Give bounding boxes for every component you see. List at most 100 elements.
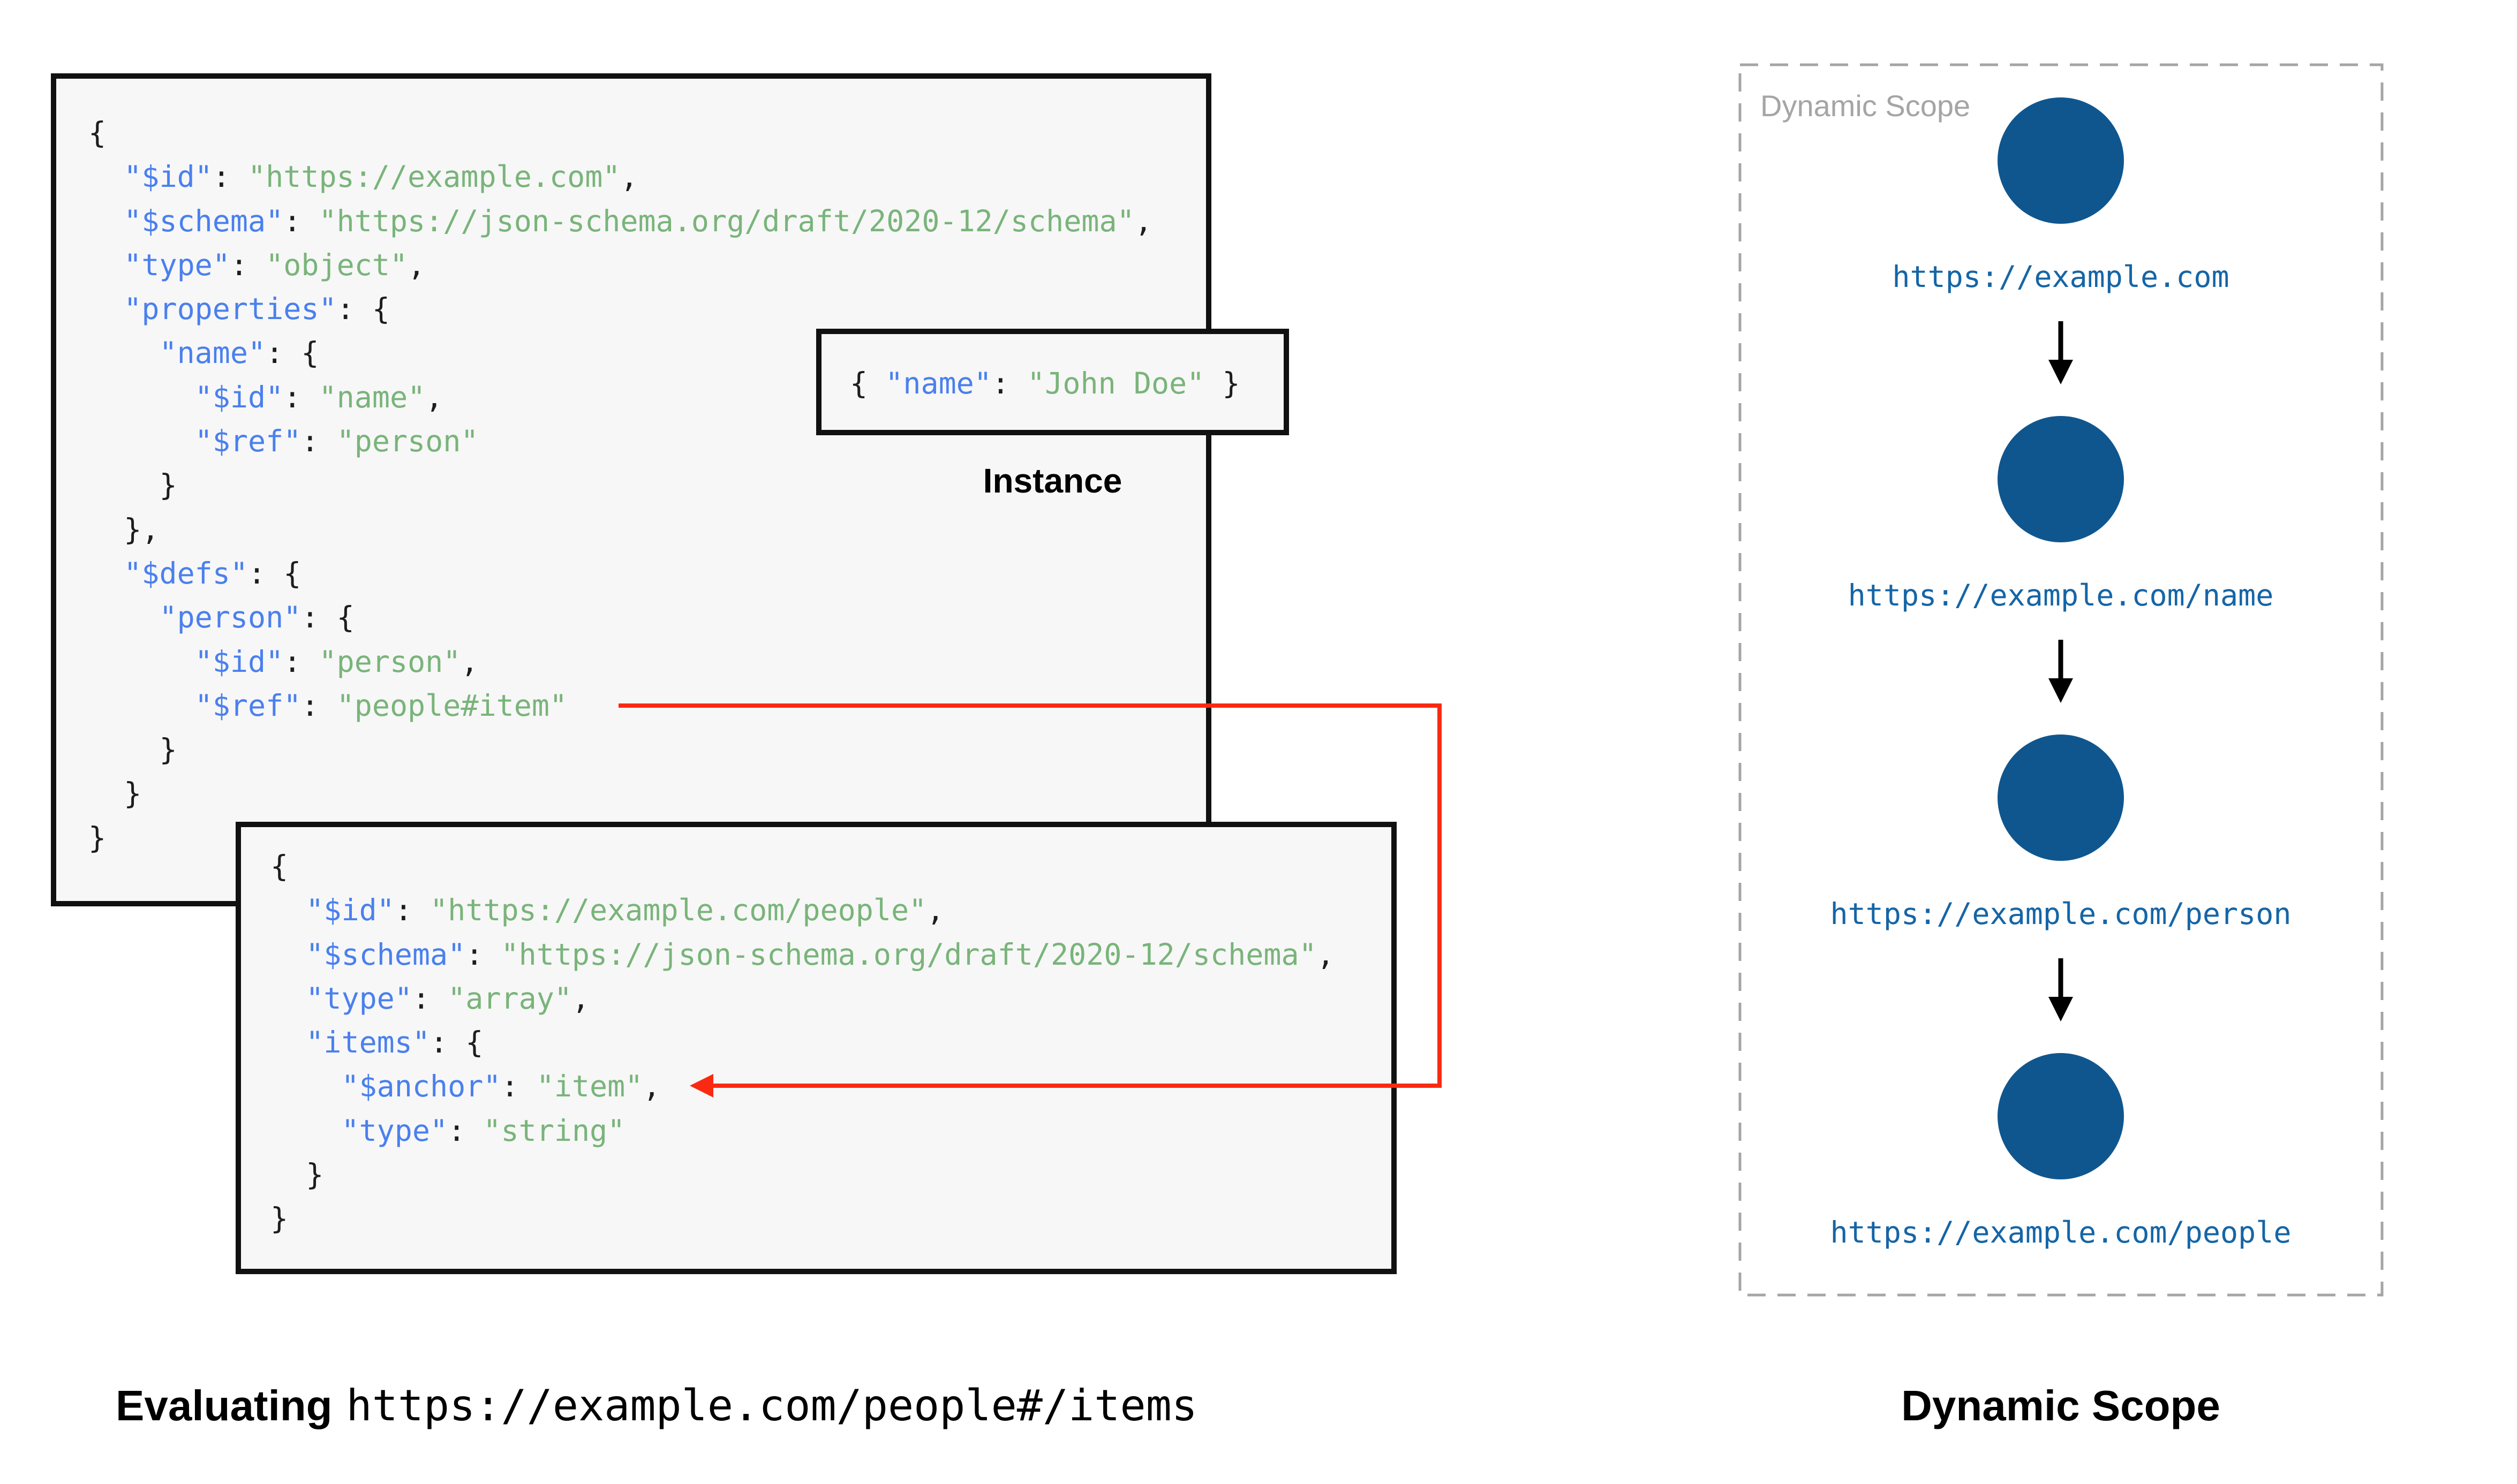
- code-token: {: [88, 116, 107, 150]
- code-token: },: [88, 512, 160, 547]
- code-line: "$ref": "person": [88, 419, 1152, 463]
- code-token: }: [88, 820, 107, 855]
- code-token: ,: [620, 160, 638, 194]
- code-token: {: [850, 366, 886, 400]
- code-token: :: [991, 366, 1028, 400]
- code-token: [270, 893, 306, 927]
- code-line: }: [88, 771, 1152, 815]
- code-token: {: [270, 849, 289, 883]
- code-token: :: [283, 203, 319, 238]
- code-line: "$id": "https://example.com",: [88, 155, 1152, 199]
- code-token: "John Doe": [1027, 366, 1205, 400]
- code-token: [270, 937, 306, 972]
- code-token: [88, 380, 195, 414]
- code-line: "$schema": "https://json-schema.org/draf…: [270, 933, 1335, 976]
- code-token: }: [88, 468, 177, 503]
- code-token: [88, 336, 159, 370]
- code-token: }: [1204, 366, 1240, 400]
- code-token: ,: [408, 247, 426, 282]
- code-line: "$id": "https://example.com/people",: [270, 888, 1335, 932]
- code-token: "properties": [124, 292, 337, 327]
- code-line: "$schema": "https://json-schema.org/draf…: [88, 199, 1152, 243]
- scope-node-circle-4: [1998, 1053, 2124, 1179]
- code-line: "properties": {: [88, 287, 1152, 331]
- code-token: "$id": [194, 380, 284, 414]
- code-token: "person": [336, 424, 479, 459]
- code-token: "type": [124, 247, 230, 282]
- code-token: : {: [430, 1025, 484, 1060]
- code-line: "type": "object",: [88, 243, 1152, 287]
- code-line: "type": "array",: [270, 976, 1335, 1020]
- code-token: }: [270, 1201, 289, 1236]
- code-token: "$schema": [306, 937, 466, 972]
- code-token: [88, 424, 195, 458]
- code-token: "https://json-schema.org/draft/2020-12/s…: [319, 203, 1135, 238]
- code-token: "$id": [194, 644, 284, 679]
- code-token: [88, 292, 124, 326]
- code-token: : {: [301, 600, 355, 635]
- code-token: [270, 1069, 341, 1103]
- code-token: ,: [571, 981, 590, 1016]
- code-token: :: [301, 424, 337, 459]
- code-token: [270, 981, 306, 1016]
- code-line: }: [270, 1197, 1335, 1240]
- dynamic-scope-panel-label: Dynamic Scope: [1760, 89, 1971, 123]
- code-token: [270, 1114, 341, 1148]
- root-schema-code: { "$id": "https://example.com", "$schema…: [88, 111, 1152, 860]
- code-token: "$defs": [124, 556, 248, 590]
- code-token: :: [283, 380, 319, 414]
- code-token: [88, 600, 159, 634]
- code-token: [88, 556, 124, 590]
- code-token: "$ref": [194, 688, 302, 723]
- code-token: "array": [448, 981, 572, 1016]
- code-token: }: [88, 732, 177, 767]
- dynamic-scope-caption: Dynamic Scope: [1901, 1382, 2220, 1429]
- code-token: : {: [248, 556, 302, 590]
- code-token: "$id": [124, 160, 213, 194]
- code-token: ,: [1134, 203, 1152, 238]
- code-token: :: [212, 160, 248, 194]
- code-line: }: [88, 463, 1152, 507]
- code-line: "$defs": {: [88, 551, 1152, 595]
- code-token: :: [448, 1113, 484, 1148]
- scope-node-circle-1: [1998, 97, 2124, 224]
- code-line: {: [270, 844, 1335, 888]
- code-line: "type": "string": [270, 1109, 1335, 1153]
- code-token: "string": [483, 1113, 626, 1148]
- evaluating-caption-uri: https://example.com/people#/items: [346, 1381, 1197, 1430]
- scope-node-label-1: https://example.com: [1892, 260, 2229, 294]
- instance-code: { "name": "John Doe" }: [850, 361, 1240, 405]
- scope-arrow-3-head-icon: [2048, 997, 2073, 1021]
- code-line: }: [88, 728, 1152, 771]
- instance-label: Instance: [983, 461, 1122, 500]
- code-line: "$ref": "people#item": [88, 684, 1152, 728]
- code-line: }: [88, 816, 1152, 860]
- code-token: :: [301, 688, 337, 723]
- code-token: ,: [926, 893, 945, 928]
- code-token: "type": [341, 1113, 448, 1148]
- code-token: "type": [306, 981, 412, 1016]
- code-token: ,: [425, 380, 443, 414]
- code-line: "$id": "name",: [88, 375, 1152, 419]
- code-token: [88, 248, 124, 282]
- code-token: "name": [319, 380, 426, 414]
- code-token: "name": [885, 366, 992, 400]
- scope-arrow-1-head-icon: [2048, 360, 2073, 384]
- evaluating-caption-prefix: Evaluating: [116, 1382, 333, 1429]
- code-token: "name": [159, 336, 266, 370]
- people-schema-code: { "$id": "https://example.com/people", "…: [270, 844, 1335, 1241]
- code-token: ,: [643, 1069, 661, 1104]
- code-token: "https://example.com/people": [430, 893, 927, 928]
- code-line: "items": {: [270, 1020, 1335, 1064]
- code-token: "object": [266, 247, 408, 282]
- code-line: {: [88, 111, 1152, 155]
- code-token: "$ref": [194, 424, 302, 459]
- evaluating-caption: Evaluating https://example.com/people#/it…: [116, 1379, 1197, 1433]
- scope-node-label-3: https://example.com/person: [1830, 897, 2292, 931]
- code-token: "$anchor": [341, 1069, 501, 1104]
- code-token: [88, 688, 195, 723]
- scope-node-circle-2: [1998, 416, 2124, 542]
- code-token: :: [465, 937, 501, 972]
- code-token: :: [501, 1069, 537, 1104]
